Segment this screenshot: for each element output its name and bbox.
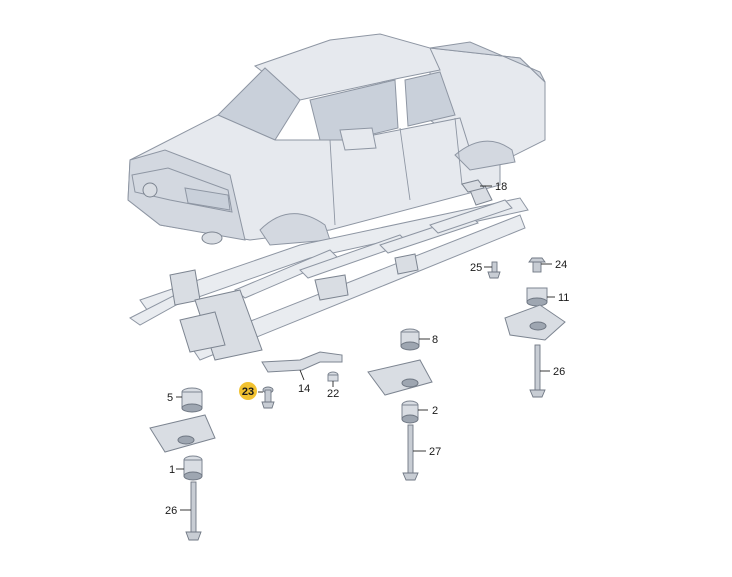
callout-1: 1 <box>169 464 175 476</box>
callout-14: 14 <box>298 383 310 395</box>
mount-assembly-center <box>367 328 433 481</box>
chassis-frame-illustration <box>129 185 529 361</box>
callout-25: 25 <box>470 262 482 274</box>
mount-assembly-right <box>504 257 566 398</box>
truck-body-illustration <box>127 33 546 246</box>
bolt-23 <box>261 386 275 409</box>
callout-27: 27 <box>429 446 441 458</box>
leader-lines <box>176 185 555 511</box>
callout-18: 18 <box>495 181 507 193</box>
callout-5: 5 <box>167 392 173 404</box>
mount-assembly-left <box>149 387 216 541</box>
callout-11: 11 <box>558 292 569 304</box>
callouts: 18 24 25 11 8 26 23 14 22 5 2 27 1 26 <box>165 181 569 517</box>
strap-14 <box>261 351 343 373</box>
callout-26-right: 26 <box>553 366 565 378</box>
callout-2: 2 <box>432 405 438 417</box>
callout-26-left: 26 <box>165 505 177 517</box>
mount-bracket-18 <box>461 179 485 193</box>
callout-23[interactable]: 23 <box>242 386 254 398</box>
highlight-badge-23 <box>239 382 257 400</box>
bolt-25 <box>487 261 501 279</box>
callout-24: 24 <box>555 259 567 271</box>
callout-22: 22 <box>327 388 339 400</box>
callout-8: 8 <box>432 334 438 346</box>
nut-22 <box>327 371 339 382</box>
